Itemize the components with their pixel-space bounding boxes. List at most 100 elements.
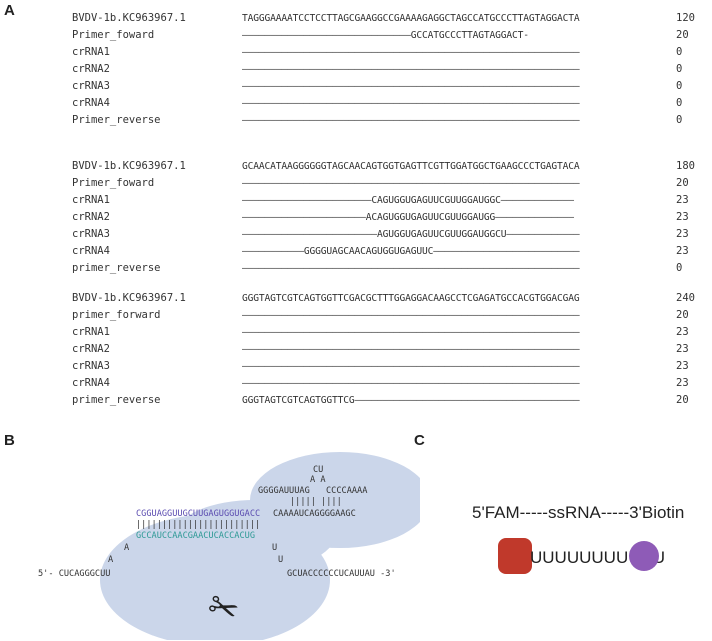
sequence-name: crRNA2: [72, 343, 110, 355]
crrna-target-diagram: CU A A GGGGAUUUAG CCCCAAAA ||||| |||| CG…: [38, 452, 420, 640]
sequence-text: ——————————————————————————————GCCATGCCCT…: [242, 30, 529, 41]
sequence-count: 0: [676, 80, 683, 92]
sequence-alignment: BVDV-1b.KC963967.1 TAGGGAAAATCCTCCTTAGCGA…: [72, 0, 712, 420]
alignment-row: Primer_foward ———————————————————————————…: [72, 27, 712, 44]
sequence-count: 23: [676, 377, 689, 389]
sequence-count: 23: [676, 343, 689, 355]
left-a-1: A: [124, 543, 130, 553]
sequence-name: Primer_reverse: [72, 114, 161, 126]
sequence-name: crRNA1: [72, 194, 110, 206]
sequence-count: 0: [676, 114, 683, 126]
sequence-count: 0: [676, 46, 683, 58]
panel-label-a: A: [4, 2, 15, 19]
alignment-row: primer_reverse ——————————————————————————…: [72, 260, 712, 277]
sequence-name: crRNA3: [72, 80, 110, 92]
sequence-count: 23: [676, 194, 689, 206]
alignment-block: BVDV-1b.KC963967.1 GCAACATAAGGGGGGTAGCAAC…: [72, 158, 712, 277]
right-u-2: U: [278, 555, 283, 565]
sequence-count: 20: [676, 394, 689, 406]
alignment-row: Primer_reverse——————————————————————————…: [72, 112, 712, 129]
sequence-name: primer_reverse: [72, 262, 161, 274]
sequence-text: ————————————————————————————————————————…: [242, 263, 580, 274]
alignment-row: crRNA1 ——————————————————————————————————…: [72, 324, 712, 341]
stem-right: CCCCAAAA: [326, 486, 368, 496]
loop-aa: A A: [310, 475, 326, 485]
fam-fluorophore: [498, 538, 532, 574]
alignment-row: crRNA2 ——————————————————————————————————…: [72, 61, 712, 78]
alignment-row: BVDV-1b.KC963967.1 TAGGGAAAATCCTCCTTAGCGA…: [72, 10, 712, 27]
stem-bars: ||||| ||||: [290, 497, 342, 507]
sequence-text: GCAACATAAGGGGGGTAGCAACAGTGGTGAGTTCGTTGGA…: [242, 161, 580, 172]
sequence-count: 23: [676, 326, 689, 338]
panel-label-c: C: [414, 432, 425, 449]
alignment-row: crRNA3 ——————————————————————————————————…: [72, 78, 712, 95]
sequence-text: ———————————GGGGUAGCAACAGUGGUGAGUUC——————…: [242, 246, 580, 257]
sequence-text: ————————————————————————————————————————…: [242, 47, 580, 58]
sequence-text: ————————————————————————————————————————…: [242, 81, 580, 92]
sequence-name: crRNA2: [72, 211, 110, 223]
sequence-name: BVDV-1b.KC963967.1: [72, 160, 186, 172]
alignment-row: Primer_foward ———————————————————————————…: [72, 175, 712, 192]
sequence-text: TAGGGAAAATCCTCCTTAGCGAAGGCCGAAAAGAGGCTAG…: [242, 13, 580, 24]
alignment-row: crRNA3 ——————————————————————————————————…: [72, 358, 712, 375]
target-strand-right: GCUACCCCCCUCAUUAU -3': [287, 569, 396, 579]
sequence-count: 23: [676, 211, 689, 223]
alignment-row: crRNA1 ———————————————————————CAGUGGUGAGU…: [72, 192, 712, 209]
target-region: GCCAUCCAACGAACUCACCACUG: [136, 531, 255, 541]
sequence-name: Primer_foward: [72, 177, 155, 189]
stem-left: GGGGAUUUAG: [258, 486, 310, 496]
left-a-2: A: [108, 555, 114, 565]
alignment-row: crRNA2 ——————————————————————————————————…: [72, 341, 712, 358]
sequence-count: 0: [676, 63, 683, 75]
sequence-count: 20: [676, 309, 689, 321]
blob-join: [175, 500, 335, 570]
sequence-name: crRNA4: [72, 377, 110, 389]
sequence-text: ————————————————————————————————————————…: [242, 361, 580, 372]
sequence-text: GGGTAGTCGTCAGTGGTTCG————————————————————…: [242, 395, 580, 406]
alignment-block: BVDV-1b.KC963967.1 TAGGGAAAATCCTCCTTAGCGA…: [72, 10, 712, 129]
sequence-name: crRNA4: [72, 245, 110, 257]
target-strand-left: 5'- CUCAGGGCUU: [38, 569, 110, 579]
sequence-text: ————————————————————————————————————————…: [242, 98, 580, 109]
loop-top: CU: [313, 465, 323, 475]
pairing-bars: ||||||||||||||||||||||||: [136, 520, 260, 530]
sequence-text: ————————————————————————————————————————…: [242, 327, 580, 338]
panel-label-b: B: [4, 432, 15, 449]
sequence-name: Primer_foward: [72, 29, 155, 41]
sequence-count: 23: [676, 245, 689, 257]
crrna-guide: CGGUAGGUUGCUUGAGUGGUGACC: [136, 509, 260, 519]
sequence-text: ————————————————————————————————————————…: [242, 178, 580, 189]
sequence-name: crRNA3: [72, 360, 110, 372]
sequence-name: crRNA3: [72, 228, 110, 240]
sequence-name: primer_reverse: [72, 394, 161, 406]
alignment-row: crRNA4 ——————————————————————————————————…: [72, 95, 712, 112]
sequence-name: crRNA1: [72, 326, 110, 338]
alignment-row: crRNA4 ———————————GGGGUAGCAACAGUGGUGAGUUC…: [72, 243, 712, 260]
sequence-count: 23: [676, 228, 689, 240]
sequence-text: ————————————————————————————————————————…: [242, 64, 580, 75]
sequence-text: GGGTAGTCGTCAGTGGTTCGACGCTTTGGAGGACAAGCCT…: [242, 293, 580, 304]
alignment-row: crRNA1 ——————————————————————————————————…: [72, 44, 712, 61]
sequence-name: crRNA2: [72, 63, 110, 75]
sequence-text: ———————————————————————CAGUGGUGAGUUCGUUG…: [242, 195, 574, 206]
sequence-text: ——————————————————————ACAGUGGUGAGUUCGUUG…: [242, 212, 574, 223]
sequence-text: ————————————————————————————————————————…: [242, 344, 580, 355]
alignment-row: primer_forward ——————————————————————————…: [72, 307, 712, 324]
alignment-row: crRNA3 ————————————————————————AGUGGUGAGU…: [72, 226, 712, 243]
sequence-count: 20: [676, 29, 689, 41]
sequence-name: BVDV-1b.KC963967.1: [72, 12, 186, 24]
sequence-count: 20: [676, 177, 689, 189]
alignment-row: primer_reverse GGGTAGTCGTCAGTGGTTCG——————…: [72, 392, 712, 409]
sequence-name: crRNA1: [72, 46, 110, 58]
sequence-count: 0: [676, 97, 683, 109]
sequence-text: ————————————————————————AGUGGUGAGUUCGUUG…: [242, 229, 580, 240]
alignment-row: BVDV-1b.KC963967.1 GCAACATAAGGGGGGTAGCAAC…: [72, 158, 712, 175]
sequence-count: 120: [676, 12, 695, 24]
right-u-1: U: [272, 543, 277, 553]
sequence-text: ————————————————————————————————————————…: [242, 310, 580, 321]
sequence-count: 23: [676, 360, 689, 372]
sequence-name: primer_forward: [72, 309, 161, 321]
sequence-name: crRNA4: [72, 97, 110, 109]
